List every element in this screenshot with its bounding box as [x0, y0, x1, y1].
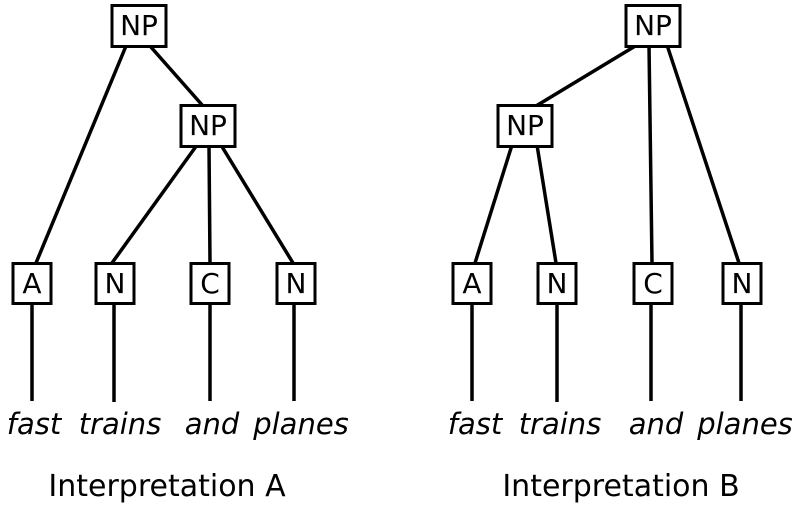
treeB-edge-root-leafN2: [665, 44, 741, 264]
treeA-edge-root-leafA: [34, 45, 128, 264]
treeB-root-node: NP: [624, 4, 682, 48]
treeA-word-and: and: [184, 407, 240, 441]
treeA-leaf-N2-label: N: [285, 266, 307, 300]
treeB-root-label: NP: [634, 9, 672, 42]
treeA-edge-inner-leafC: [207, 144, 212, 264]
treeA-word-fast: fast: [6, 407, 62, 441]
treeB-leaf-C: C: [632, 262, 674, 305]
treeA-leaf-C: C: [189, 262, 231, 305]
treeB-leaf-N2: N: [721, 262, 763, 305]
treeA-leaf-C-label: C: [200, 266, 220, 300]
treeB-inner-node: NP: [496, 104, 554, 148]
treeA-inner-node: NP: [179, 104, 237, 148]
treeA-caption: Interpretation A: [48, 469, 286, 504]
treeB-leaf-C-label: C: [643, 266, 663, 300]
treeA-word-planes: planes: [253, 407, 349, 441]
treeB-word-planes: planes: [697, 407, 793, 441]
treeB-edge-inner-leafA: [473, 144, 514, 264]
treeA-leaf-N2: N: [275, 262, 317, 305]
treeA-leaf-A-label: A: [22, 266, 42, 300]
treeB-leaf-N2-label: N: [731, 266, 753, 300]
treeB-edge-root-inner: [535, 43, 638, 108]
treeB-inner-label: NP: [506, 109, 544, 142]
treeA-root-label: NP: [120, 9, 158, 42]
treeB-leaf-A: A: [451, 262, 493, 305]
treeB-leaf-N1: N: [536, 262, 578, 305]
treeB-word-and: and: [628, 407, 684, 441]
treeB-leaf-A-label: A: [462, 266, 482, 300]
treeA-edge-inner-leafN1: [110, 143, 199, 265]
treeB-word-trains: trains: [518, 407, 602, 441]
treeB-caption: Interpretation B: [502, 469, 740, 504]
treeA-root-node: NP: [110, 4, 168, 48]
treeB-edge-inner-leafN1: [535, 144, 558, 264]
treeB-edge-root-leafC: [647, 44, 654, 264]
treeB-leaf-N1-label: N: [546, 266, 568, 300]
treeA-leaf-N1-label: N: [104, 266, 126, 300]
treeA-edge-inner-leafN2: [219, 144, 295, 264]
treeB-word-fast: fast: [447, 407, 503, 441]
treeA-leaf-N1: N: [94, 262, 136, 305]
treeA-edge-root-inner: [148, 44, 205, 108]
treeA-leaf-A: A: [11, 262, 53, 305]
treeA-word-trains: trains: [78, 407, 162, 441]
treeA-inner-label: NP: [189, 109, 227, 142]
